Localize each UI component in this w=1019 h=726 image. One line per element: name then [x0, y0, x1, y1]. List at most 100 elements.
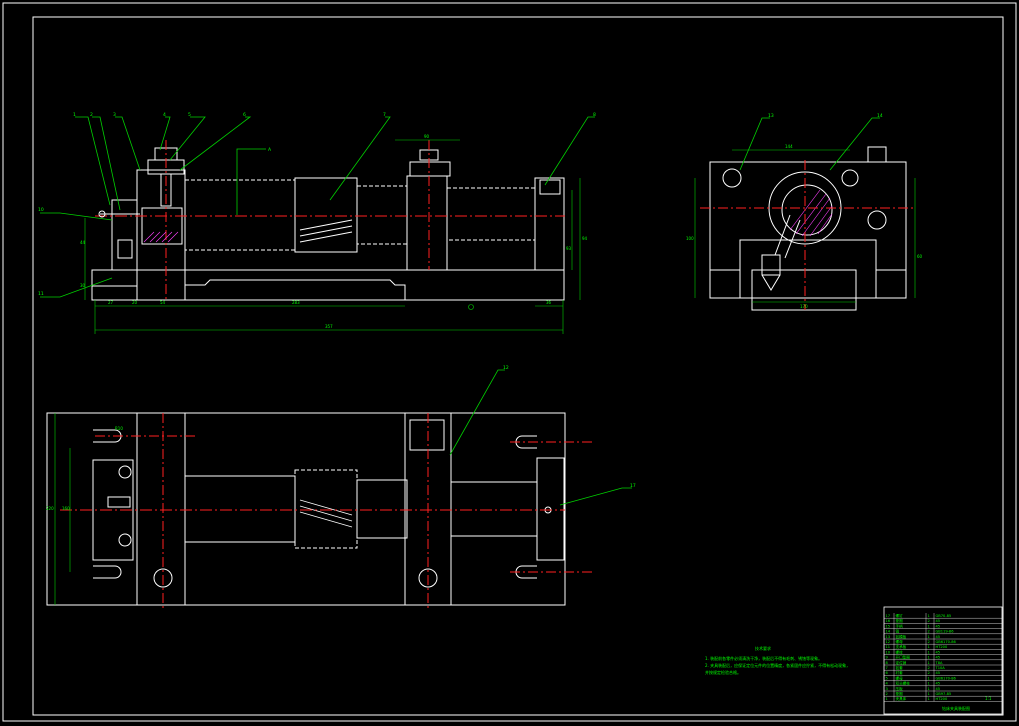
- part-label-8: 8: [593, 112, 596, 118]
- title-block-cell: 定位销: [896, 660, 907, 665]
- title-block-cell: 支承板: [896, 644, 907, 649]
- dim-right-end: 36: [546, 300, 552, 305]
- top-shaft-end: [450, 481, 538, 537]
- title-block-cell: 9: [886, 656, 889, 660]
- dim-top-width: 220: [46, 506, 54, 511]
- title-block-cell: 螺母: [896, 639, 904, 644]
- title-block-cell: 1: [928, 676, 930, 680]
- notes-line-1: 1. 装配前各零件必须清洗干净，装配后不得有毛刺、锈蚀等现象。: [705, 655, 822, 661]
- title-block-cell: 1: [928, 692, 930, 696]
- title-block-cell: 45: [936, 635, 941, 639]
- part-label-12: 12: [503, 365, 509, 371]
- title-block-cell: 手柄: [896, 623, 904, 628]
- notes-line-3: 并按规定检验合格。: [705, 669, 741, 675]
- title-block-cell: GB119-86: [936, 630, 955, 634]
- side-base-left: [709, 269, 741, 299]
- title-block-cell: GB97-85: [936, 692, 952, 696]
- side-hole-right: [841, 169, 859, 187]
- side-clamp: [761, 254, 781, 276]
- title-block-cell: 2: [886, 692, 888, 696]
- right-shaft-end: [446, 187, 536, 241]
- side-view: [709, 146, 907, 311]
- title-block-cell: 1: [928, 661, 930, 665]
- top-dimension-text: 220 160 R10: [46, 426, 123, 511]
- title-block-cell: 3: [886, 687, 888, 691]
- title-block-cell: 16: [886, 619, 891, 623]
- part-label-10: 10: [38, 207, 44, 213]
- dim-top-side: R10: [115, 426, 123, 431]
- top-hole-left-1: [118, 465, 132, 479]
- part-label-5: 5: [188, 112, 191, 118]
- section-tag: A: [268, 147, 272, 153]
- title-block-cell: 1: [928, 687, 930, 691]
- notes-line-2: 2. 夹具装配后，应保证定位元件的位置精度，各紧固件应拧紧，不得有松动现象，: [705, 662, 850, 668]
- inner-frame: [32, 16, 1004, 716]
- part-label-11: 11: [38, 291, 44, 297]
- notes-title: 技术要求: [755, 645, 771, 651]
- right-nut-body: [409, 161, 451, 177]
- shaft-right-section: [356, 185, 408, 245]
- handle-bar: [98, 210, 140, 218]
- title-block-cell: 螺钉: [896, 613, 904, 618]
- dim-left-b: 20: [132, 300, 138, 305]
- base-foot-left: [91, 269, 138, 287]
- title-block-cell: HT200: [936, 697, 948, 701]
- title-block-cell: 13: [886, 635, 891, 639]
- front-dimension-text: 357 283 27 20 54 36 90 94 93 44 30: [80, 134, 588, 329]
- top-left-slot-box: [92, 459, 134, 561]
- side-bore-inner: [781, 184, 833, 236]
- dim-height-low: 30: [80, 283, 86, 288]
- top-bearing-left: [153, 568, 173, 588]
- base-recess: [184, 279, 406, 300]
- top-right-bush: [409, 419, 445, 451]
- title-block-cell: 1: [928, 635, 930, 639]
- side-hole-left: [722, 168, 742, 188]
- part-label-4: 4: [163, 112, 166, 118]
- title-block-cell: 夹具体: [896, 696, 907, 701]
- side-center-bottom: [751, 269, 857, 311]
- title-block-cell: 15: [886, 624, 891, 628]
- title-block-cell: 2: [928, 619, 930, 623]
- title-block-cell: 45: [936, 656, 941, 660]
- title-block-cell: 45: [936, 687, 941, 691]
- title-block-cell: T8A: [935, 661, 943, 665]
- dim-height-side: 93: [566, 246, 572, 251]
- dim-top-inner: 160: [62, 506, 70, 511]
- helix-groove-2: [299, 225, 353, 237]
- top-labels: 12 17: [503, 365, 636, 489]
- title-block-cell: 衬套: [896, 670, 904, 675]
- title-block-cell: 2: [928, 671, 930, 675]
- front-dimensions: [84, 139, 581, 334]
- title-block-cell: 12: [886, 640, 891, 644]
- front-part-labels: 1 2 3 4 5 6 7 8 10 11 A: [38, 112, 596, 297]
- part-label-2: 2: [90, 112, 93, 118]
- part-label-14: 14: [877, 113, 883, 119]
- top-shaft-middle: [294, 469, 358, 549]
- top-left-upright: [136, 412, 186, 606]
- title-block-cell: 开口垫圈: [896, 655, 911, 660]
- part-label-3: 3: [113, 112, 116, 118]
- top-helix: [299, 499, 353, 528]
- side-clamp-tip: [761, 274, 781, 291]
- dim-span-main: 283: [292, 300, 300, 305]
- title-block-cell: GB6170-86: [936, 676, 957, 680]
- dim-overall: 357: [325, 324, 333, 329]
- title-block-cell: 45: [936, 619, 941, 623]
- side-hole-lower: [867, 210, 887, 230]
- title-block-cell: 1: [928, 624, 930, 628]
- side-dimensions: [694, 149, 916, 303]
- base-body: [91, 269, 565, 301]
- title-block-cell: 螺栓: [896, 649, 904, 654]
- title-block-cell: 1: [928, 614, 930, 618]
- title-block-cell: 钻套: [896, 665, 904, 670]
- title-block-scale: 1:1: [985, 696, 992, 701]
- top-bearing-right: [418, 568, 438, 588]
- title-block-cell: GB70-85: [936, 614, 952, 618]
- title-block-cell: 45: [936, 650, 941, 654]
- part-label-7: 7: [383, 112, 386, 118]
- title-block-cell: 5: [886, 676, 888, 680]
- title-block-cell: 1: [928, 697, 930, 701]
- side-lever: [774, 214, 801, 259]
